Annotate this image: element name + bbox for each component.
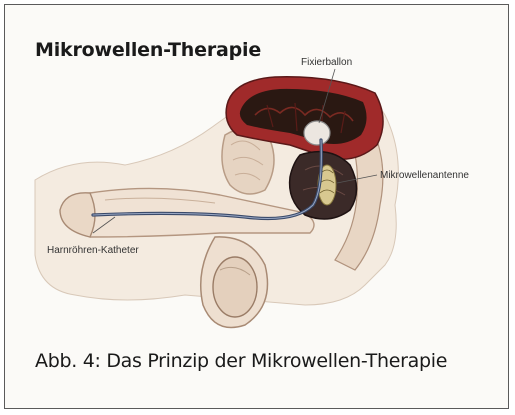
label-fixierballon: Fixierballon bbox=[301, 57, 352, 68]
label-mikrowellenantenne: Mikrowellenantenne bbox=[380, 170, 469, 181]
testicle bbox=[213, 257, 257, 317]
figure-frame: Mikrowellen-Therapie bbox=[4, 4, 509, 409]
fixation-balloon bbox=[304, 121, 330, 145]
figure-caption: Abb. 4: Das Prinzip der Mikrowellen-Ther… bbox=[35, 350, 447, 372]
label-harnroehren-katheter: Harnröhren-Katheter bbox=[47, 245, 139, 256]
